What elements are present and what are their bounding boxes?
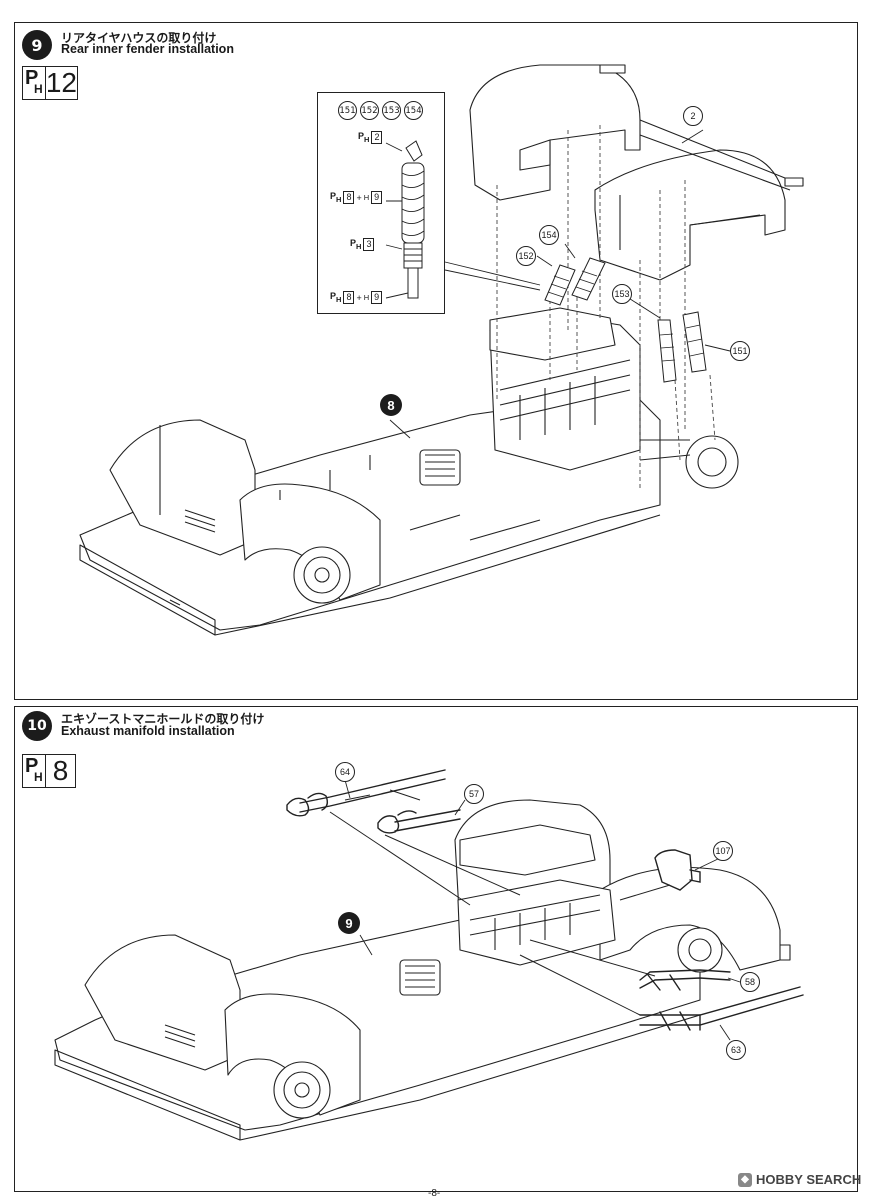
step9-title-jp: リアタイヤハウスの取り付け — [61, 31, 217, 45]
inset-part-151: 151 — [338, 101, 357, 120]
hobby-search-logo-icon: ◆ — [738, 1172, 752, 1187]
inset-part-152: 152 — [360, 101, 379, 120]
step10-callout-63: 63 — [726, 1040, 746, 1060]
step10-callout-107: 107 — [713, 841, 733, 861]
step9-callout-151: 151 — [730, 341, 750, 361]
step9-title-en: Rear inner fender installation — [61, 42, 234, 56]
step9-callout-152: 152 — [516, 246, 536, 266]
watermark-text: HOBBY SEARCH — [756, 1172, 862, 1187]
page-number: -8- — [428, 1188, 441, 1199]
step9-callout-153: 153 — [612, 284, 632, 304]
step10-callout-57: 57 — [464, 784, 484, 804]
inset-paint-row-3: PH 3 — [350, 238, 375, 251]
step10-callout-58: 58 — [740, 972, 760, 992]
step9-callout-154: 154 — [539, 225, 559, 245]
inset-part-154: 154 — [404, 101, 423, 120]
step9-badge: 9 — [22, 30, 52, 60]
step10-title-en: Exhaust manifold installation — [61, 724, 235, 738]
step10-callout-64: 64 — [335, 762, 355, 782]
step10-badge: 10 — [22, 711, 52, 741]
step10-panel — [14, 706, 858, 1192]
step9-callout-2: 2 — [683, 106, 703, 126]
step10-title-jp: エキゾーストマニホールドの取り付け — [61, 712, 265, 726]
shock-paint-inset: 151 152 153 154 PH 2 PH 8 + H — [317, 92, 445, 314]
inset-paint-row-2: PH 8 + H 9 — [330, 191, 383, 204]
inset-paint-row-1: PH 2 — [358, 131, 383, 144]
step10-prev-step-ref: 9 — [338, 912, 360, 934]
shock-detail-drawing — [385, 140, 425, 299]
step9-paint-number: 12 — [45, 67, 77, 98]
inset-paint-row-4: PH 8 + H 9 — [330, 291, 383, 304]
watermark: ◆ HOBBY SEARCH — [738, 1172, 861, 1187]
step9-prev-step-ref: 8 — [380, 394, 402, 416]
step9-panel — [14, 22, 858, 700]
step10-paint-number: 8 — [52, 755, 69, 786]
inset-part-153: 153 — [382, 101, 401, 120]
